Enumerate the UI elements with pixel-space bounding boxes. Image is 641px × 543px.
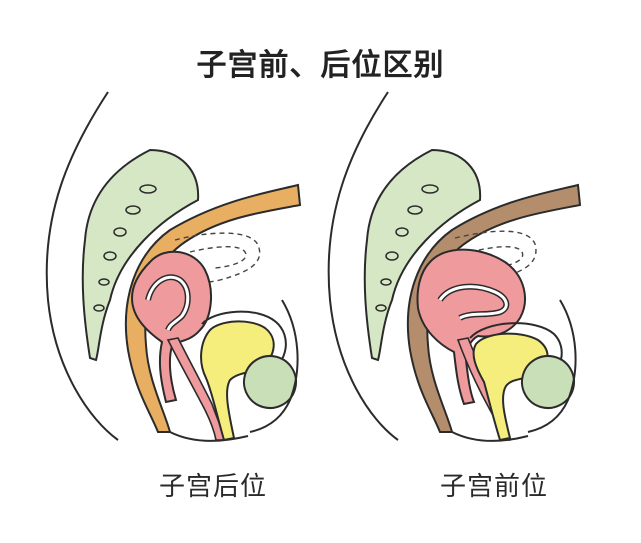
abdomen-outline-left — [249, 299, 299, 433]
pubis-right — [521, 355, 575, 409]
dashed-outline-left-inner — [189, 246, 247, 269]
bladder-left — [200, 320, 275, 442]
vertebra-hole — [407, 205, 423, 215]
pubis-left — [243, 355, 297, 409]
sacrum-right — [363, 148, 482, 362]
panel-retroverted — [45, 91, 302, 442]
vertebra-hole — [125, 205, 141, 215]
vertebra-hole — [380, 278, 392, 286]
vertebra-hole — [139, 184, 157, 194]
body-outline-right — [327, 91, 399, 441]
vertebra-hole — [421, 184, 439, 194]
vertebra-hole — [375, 304, 387, 312]
vertebra-hole — [98, 278, 110, 286]
bladder-right — [472, 332, 549, 442]
floor-outline-left — [169, 431, 249, 442]
uterus-cavity-left-fill — [146, 275, 190, 331]
vertebra-hole — [113, 227, 127, 237]
sacrum-left — [81, 148, 200, 362]
vertebra-hole — [385, 251, 399, 261]
caption-anteverted: 子宫前位 — [440, 472, 549, 502]
uterus-cavity-right-fill — [438, 285, 508, 320]
body-outline-left — [45, 91, 119, 441]
vertebra-hole — [103, 251, 117, 261]
caption-retroverted: 子宫后位 — [159, 472, 268, 502]
floor-outline-right — [451, 431, 529, 442]
abdomen-outline-right — [527, 299, 577, 433]
vertebra-hole — [395, 227, 409, 237]
page-title: 子宫前、后位区别 — [196, 48, 445, 83]
vertebra-hole — [93, 304, 105, 312]
dashed-outline-right — [454, 230, 537, 279]
panel-anteverted — [327, 91, 582, 442]
